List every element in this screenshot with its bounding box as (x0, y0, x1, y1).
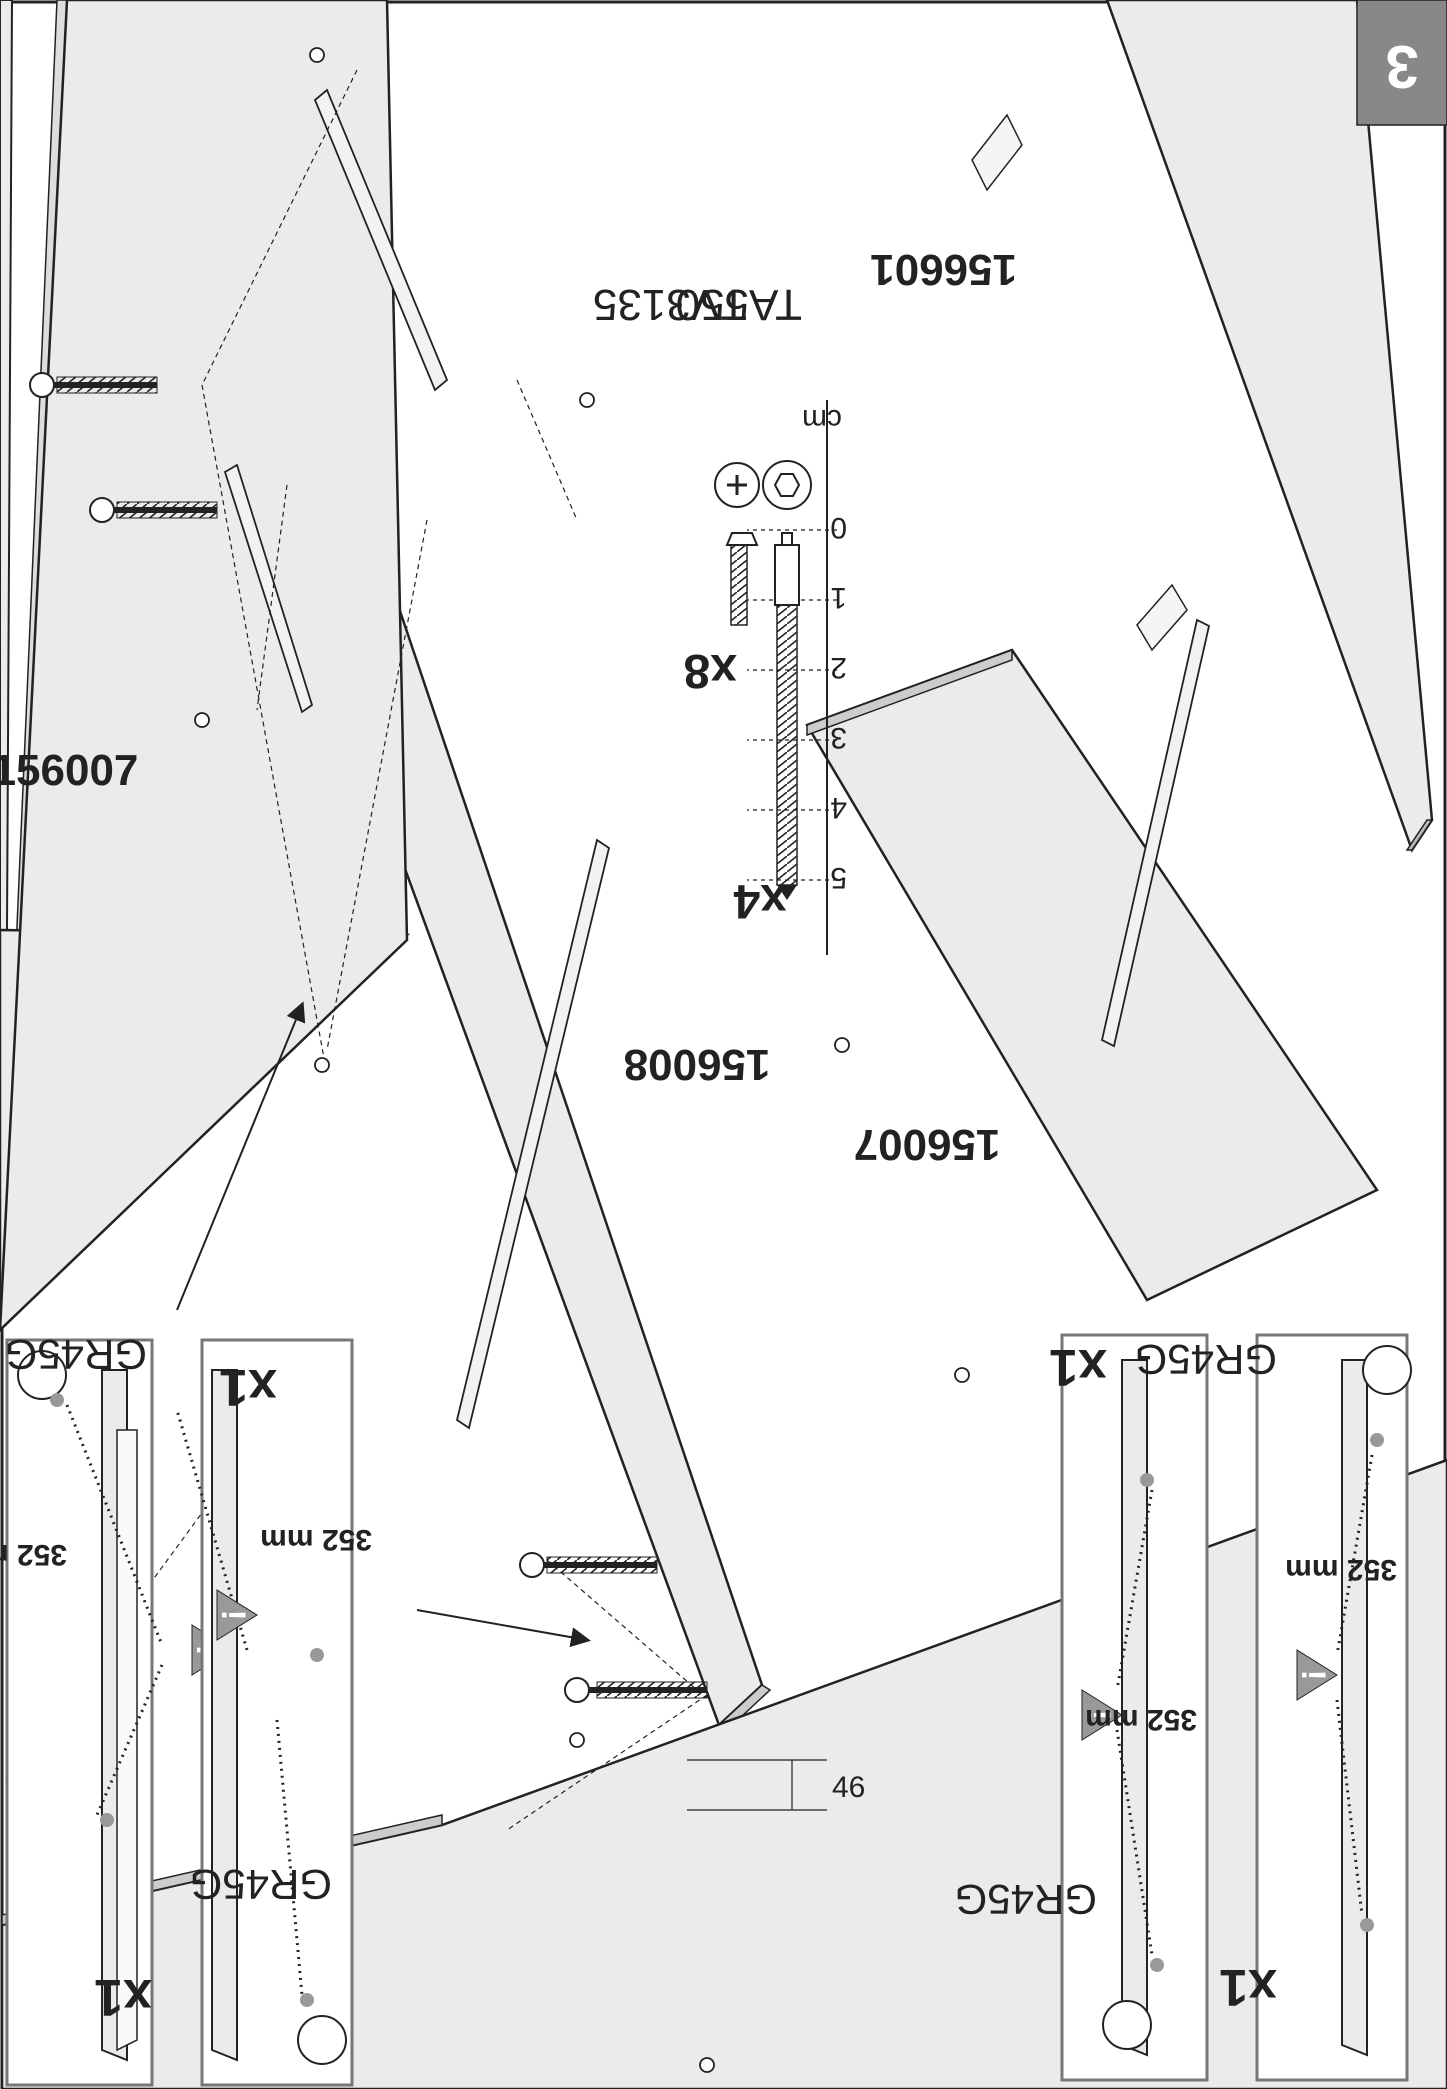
step-badge: 3 (1356, 0, 1447, 126)
slide-rail-3 (1100, 618, 1211, 1048)
screw-ta550-icon (762, 460, 812, 900)
scale-unit: cm (802, 403, 842, 436)
dimension-46-label: 46 (832, 1771, 865, 1804)
svg-text:!: ! (1294, 1669, 1332, 1680)
screw-tv3135-icon (714, 462, 760, 626)
slide-qty: x1 (219, 1358, 277, 1416)
scale-tick: 0 (830, 511, 847, 544)
screw-a-code: TA550 (676, 280, 802, 329)
svg-text:!: ! (214, 1609, 252, 1620)
slide-qty: x1 (94, 1968, 152, 2026)
hinge-bracket (971, 113, 1188, 652)
svg-text:!: ! (1079, 1709, 1117, 1720)
slide-rail-1 (313, 88, 449, 392)
slide-code: GR45G (5, 1331, 147, 1378)
part-label-156007-left: 156007 (0, 746, 138, 795)
long-screw (29, 372, 158, 398)
slide-code: GR45G (190, 1861, 332, 1908)
long-screw (89, 497, 218, 523)
slide-spacing: 352 mm (0, 1538, 67, 1571)
side-panel-left-156007 (0, 0, 411, 1334)
scale-tick: 2 (830, 651, 847, 684)
slide-code: GR45G (955, 1876, 1097, 1923)
scale-tick: 4 (830, 791, 847, 824)
scale-tick: 1 (830, 581, 847, 614)
long-screw (519, 1552, 658, 1578)
part-label-156601: 156601 (870, 245, 1017, 294)
scale-tick: 3 (830, 721, 847, 754)
slide-code: GR45G (1135, 1336, 1277, 1383)
part-label-156008: 156008 (624, 1040, 771, 1089)
long-screw (564, 1677, 708, 1703)
slide-spacing: 352 mm (260, 1523, 372, 1556)
side-panel-right-156007 (805, 648, 1379, 1302)
slide-detail-box-2: ! GR45G x1 352 mm (175, 1338, 372, 2087)
screw-a-qty: x4 (733, 874, 787, 927)
slide-qty: x1 (1219, 1958, 1277, 2016)
slide-detail-box-4: ! GR45G x1 352 mm (1135, 1333, 1412, 2082)
slide-rail-4 (455, 838, 611, 1430)
slide-detail-box-3: ! GR45G x1 352 mm (955, 1333, 1209, 2082)
screw-b-code: TV3135 (593, 280, 747, 329)
direction-arrow (416, 1609, 591, 1648)
slide-detail-box-1: ! GR45G x1 352 mm (0, 1331, 233, 2087)
direction-arrow (176, 1001, 306, 1311)
slide-qty: x1 (1049, 1338, 1107, 1396)
dimension-marker: 46 (687, 1759, 865, 1811)
slide-spacing: 352 mm (1085, 1703, 1197, 1736)
back-panel-156601 (1105, 0, 1434, 853)
slide-rail-2 (223, 463, 314, 714)
small-screws (194, 47, 970, 2073)
step-number: 3 (1385, 33, 1418, 100)
screw-b-qty: x8 (684, 644, 737, 697)
scale-tick: 5 (830, 861, 847, 894)
slide-spacing: 352 mm (1285, 1553, 1397, 1586)
part-label-156007-right: 156007 (854, 1120, 1001, 1169)
hardware-legend: cm 0 1 2 3 4 5 TA550 x4 (593, 280, 847, 955)
